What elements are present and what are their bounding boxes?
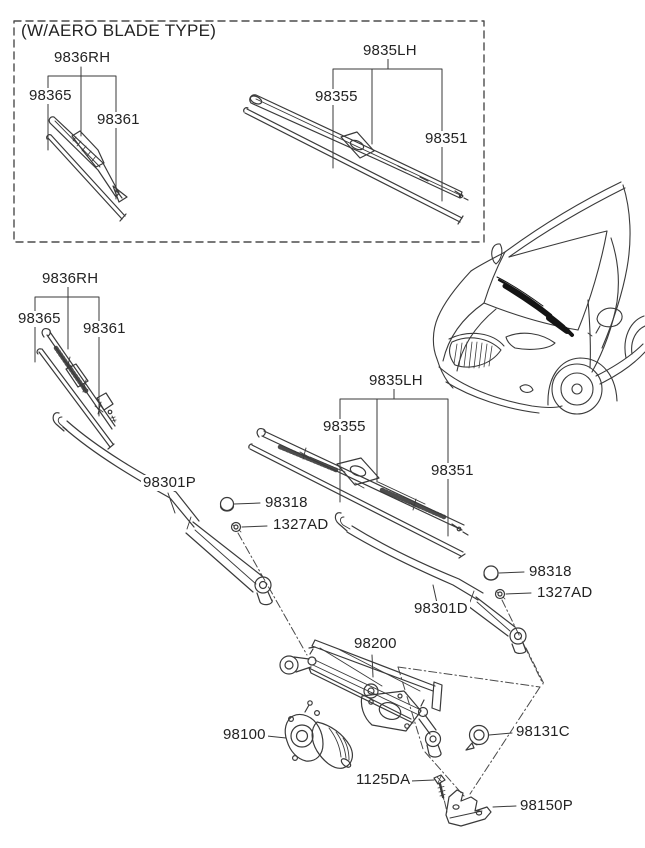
callout-brackets <box>34 57 449 537</box>
label-aero-rh-part1: 98365 <box>27 87 74 104</box>
aero-lh-blade-drawing <box>243 94 469 225</box>
cap-left-icon <box>219 496 235 512</box>
label-nut-left: 1327AD <box>271 516 331 533</box>
label-bracket: 98150P <box>518 797 575 814</box>
lh-blade-drawing <box>248 427 469 559</box>
rh-blade-drawing <box>36 327 117 450</box>
label-lh-part1: 98355 <box>321 418 368 435</box>
label-rh-assembly: 9836RH <box>40 270 101 287</box>
label-aero-rh-assembly: 9836RH <box>52 49 113 66</box>
label-cap-left: 98318 <box>263 494 310 511</box>
leader-lines <box>167 492 532 808</box>
bracket-drawing <box>445 789 492 827</box>
label-aero-rh-part2: 98361 <box>95 111 142 128</box>
linkage-drawing <box>279 639 443 758</box>
aero-rh-blade-drawing <box>46 116 128 222</box>
label-aero-lh-part1: 98355 <box>313 88 360 105</box>
label-aero-lh-part2: 98351 <box>423 130 470 147</box>
label-rh-part2: 98361 <box>81 320 128 337</box>
nut-right-icon <box>494 588 506 600</box>
cap-right-icon <box>483 565 499 581</box>
label-lh-part2: 98351 <box>429 462 476 479</box>
label-wiper-arm-passenger: 98301P <box>141 474 198 491</box>
label-rh-part1: 98365 <box>16 310 63 327</box>
nut-left-icon <box>230 521 242 533</box>
label-linkage: 98200 <box>352 635 399 652</box>
car-wipers-highlight <box>496 276 574 337</box>
car-drawing <box>432 181 645 415</box>
label-nut-right: 1327AD <box>535 584 595 601</box>
label-cap-right: 98318 <box>527 563 574 580</box>
motor-drawing <box>284 700 353 769</box>
label-bolt: 1125DA <box>354 771 413 788</box>
wiper-arm-driver-drawing <box>334 512 527 654</box>
label-lh-assembly: 9835LH <box>367 372 425 389</box>
aero-box-header: (W/AERO BLADE TYPE) <box>19 21 219 40</box>
alignment-lines <box>237 532 545 813</box>
label-motor: 98100 <box>221 726 268 743</box>
aero-blade-box-border <box>13 20 485 243</box>
grommet-icon <box>465 724 490 751</box>
wiper-arm-passenger-drawing <box>52 412 273 606</box>
label-grommet: 98131C <box>514 723 572 740</box>
label-wiper-arm-driver: 98301D <box>412 600 470 617</box>
label-aero-lh-assembly: 9835LH <box>361 42 419 59</box>
bolt-icon <box>433 774 446 801</box>
